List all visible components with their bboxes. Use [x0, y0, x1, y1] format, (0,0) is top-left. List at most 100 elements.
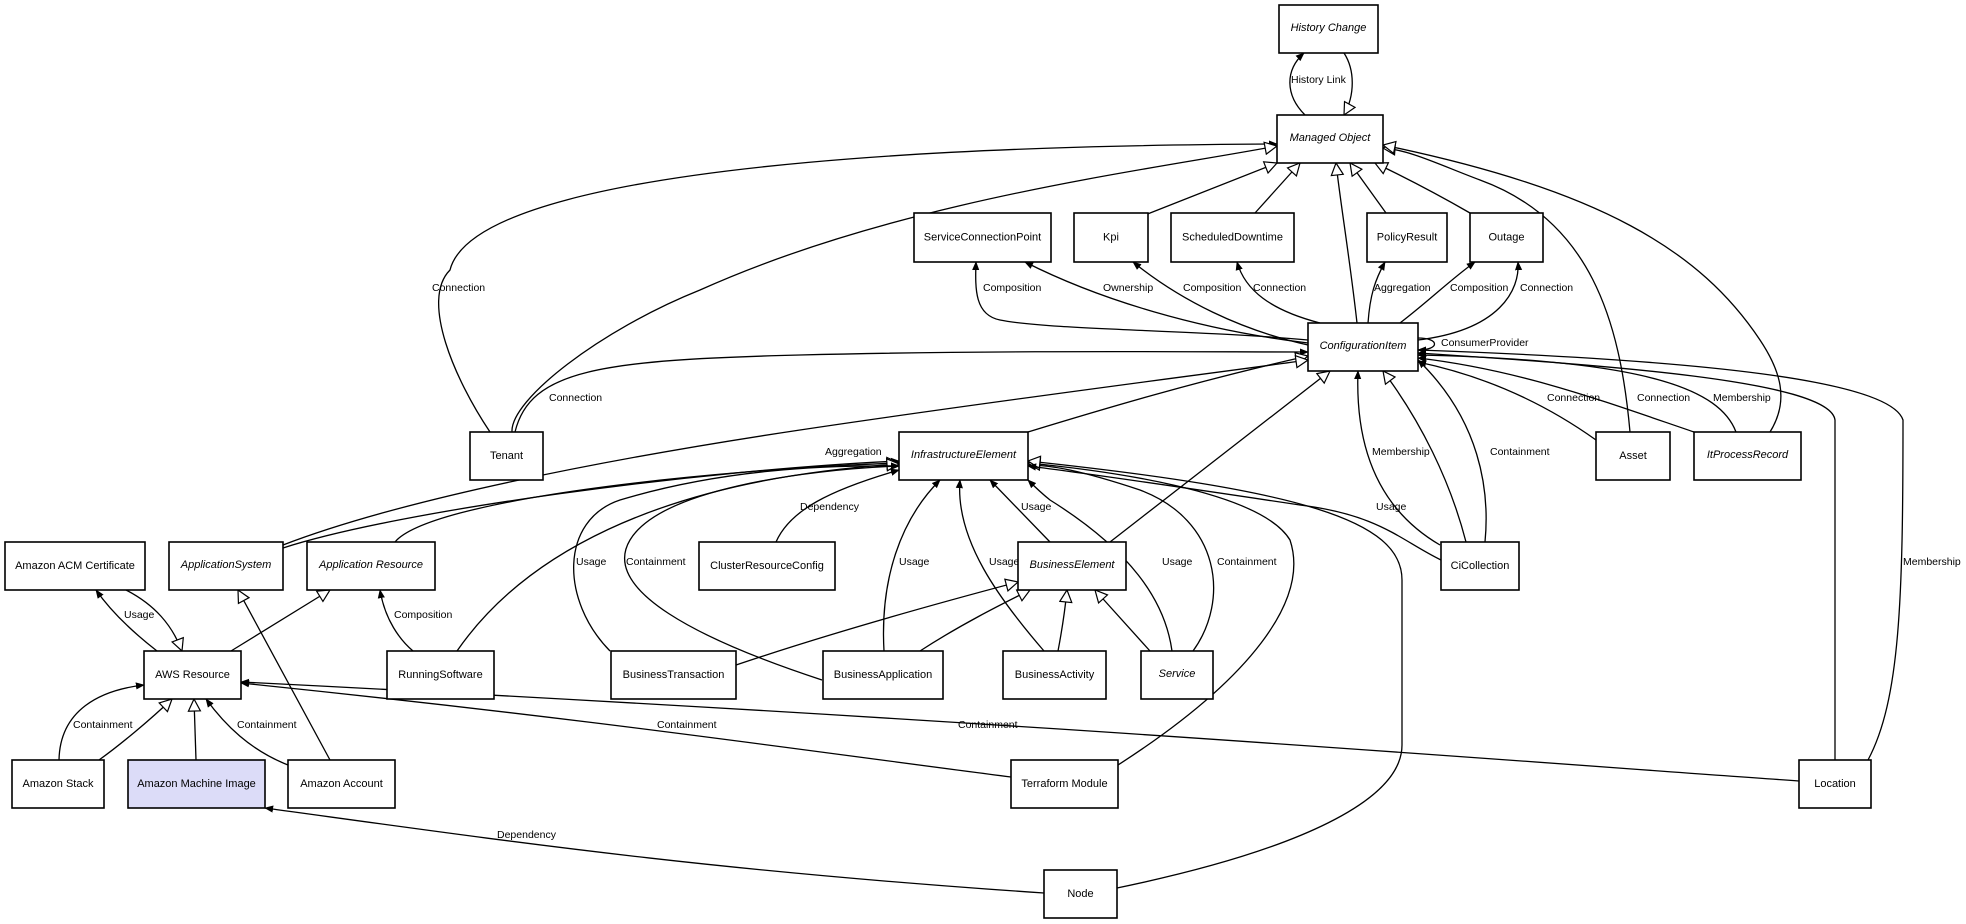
inheritance-edge-service-to-business-element[interactable]	[1095, 590, 1151, 652]
inheritance-edge-policy-result-to-managed-object[interactable]	[1350, 163, 1387, 214]
inheritance-edge-node-to-infrastructure-element[interactable]	[1028, 461, 1403, 889]
class-node-asset[interactable]: Asset	[1595, 431, 1671, 481]
edge-label: Composition	[983, 282, 1042, 294]
inheritance-edge-application-system-to-configuration-item[interactable]	[282, 360, 1308, 546]
inheritance-edge-business-transaction-to-business-element[interactable]	[735, 582, 1018, 666]
association-edge-configuration-item-to-kpi[interactable]	[1132, 261, 1309, 346]
class-node-aws-resource[interactable]: AWS Resource	[143, 650, 242, 700]
inheritance-edge-aws-resource-to-application-resource[interactable]	[230, 590, 330, 652]
class-node-configuration-item[interactable]: ConfigurationItem	[1307, 322, 1419, 372]
inheritance-edge-kpi-to-managed-object[interactable]	[1144, 163, 1277, 216]
class-node-outage[interactable]: Outage	[1469, 212, 1544, 263]
inheritance-edge-business-activity-to-business-element[interactable]	[1057, 590, 1067, 652]
association-edge-running-software-to-application-resource[interactable]	[377, 589, 414, 652]
association-edge-managed-object-to-history-change[interactable]	[1289, 52, 1306, 116]
class-node-node[interactable]: Node	[1043, 869, 1118, 919]
class-node-amazon-account[interactable]: Amazon Account	[287, 759, 396, 809]
edge-label: Composition	[1183, 282, 1242, 294]
association-edge-business-application-to-infrastructure-element[interactable]	[882, 479, 941, 652]
class-node-kpi[interactable]: Kpi	[1073, 212, 1149, 263]
association-edge-tenant-to-configuration-item[interactable]	[514, 348, 1309, 433]
association-edge-service-to-infrastructure-element[interactable]	[1027, 461, 1215, 652]
association-edge-ci-collection-to-configuration-item[interactable]	[1417, 359, 1487, 543]
class-node-location[interactable]: Location	[1798, 759, 1872, 809]
inheritance-edge-amazon-acm-certificate-to-aws-resource[interactable]	[125, 589, 182, 651]
edge-label: Connection	[1547, 392, 1600, 404]
association-edge-business-element-to-infrastructure-element[interactable]	[989, 479, 1051, 543]
association-edge-business-activity-to-infrastructure-element[interactable]	[955, 479, 1045, 652]
association-edge-cluster-resource-config-to-infrastructure-element[interactable]	[775, 468, 900, 543]
inheritance-edge-business-element-to-configuration-item[interactable]	[1109, 371, 1330, 543]
association-edge-amazon-stack-to-aws-resource[interactable]	[58, 682, 145, 761]
association-edge-configuration-item-to-outage[interactable]	[1399, 261, 1476, 324]
association-edge-location-to-configuration-item[interactable]	[1417, 349, 1836, 760]
inheritance-edge-scheduled-downtime-to-managed-object[interactable]	[1254, 163, 1300, 214]
inheritance-edge-amazon-stack-to-aws-resource[interactable]	[98, 699, 172, 761]
class-node-ci-collection[interactable]: CiCollection	[1440, 541, 1520, 591]
association-edge-service-to-infrastructure-element[interactable]	[1027, 479, 1173, 652]
inheritance-edge-asset-to-managed-object[interactable]	[1383, 148, 1631, 433]
inheritance-edge-business-application-to-business-element[interactable]	[919, 590, 1030, 652]
class-node-managed-object[interactable]: Managed Object	[1276, 114, 1384, 164]
inheritance-edge-history-change-to-managed-object[interactable]	[1344, 52, 1352, 115]
class-name-label: BusinessElement	[1030, 559, 1116, 571]
association-arrow-icon	[989, 479, 1051, 543]
association-edge-tenant-to-managed-object[interactable]	[438, 140, 1278, 433]
class-name-label: InfrastructureElement	[911, 449, 1017, 461]
class-node-service[interactable]: Service	[1140, 650, 1214, 700]
class-name-label: BusinessTransaction	[623, 669, 725, 681]
class-node-terraform-module[interactable]: Terraform Module	[1010, 759, 1119, 809]
association-edge-configuration-item-to-service-connection-point[interactable]	[972, 261, 1309, 341]
association-edge-configuration-item-to-policy-result[interactable]	[1367, 261, 1386, 324]
class-node-infrastructure-element[interactable]: InfrastructureElement	[898, 431, 1029, 481]
class-node-running-software[interactable]: RunningSoftware	[386, 650, 495, 700]
class-name-label: ConfigurationItem	[1320, 340, 1407, 352]
inheritance-edge-ci-collection-to-configuration-item[interactable]	[1383, 371, 1467, 543]
association-edge-configuration-item-to-scheduled-downtime[interactable]	[1235, 261, 1321, 324]
class-node-application-system[interactable]: ApplicationSystem	[168, 541, 284, 591]
association-edge-asset-to-configuration-item[interactable]	[1417, 360, 1597, 441]
association-edge-location-to-configuration-item[interactable]	[1417, 346, 1904, 761]
class-node-application-resource[interactable]: Application Resource	[306, 541, 436, 591]
class-name-label: Tenant	[490, 450, 523, 462]
association-edge-it-process-record-to-configuration-item[interactable]	[1417, 355, 1695, 433]
class-node-history-change[interactable]: History Change	[1278, 4, 1379, 54]
association-arrow-icon	[1027, 479, 1173, 652]
inheritance-edge-it-process-record-to-managed-object[interactable]	[1383, 145, 1782, 433]
class-node-business-activity[interactable]: BusinessActivity	[1002, 650, 1107, 700]
association-edge-configuration-item-to-service-connection-point[interactable]	[1024, 261, 1309, 344]
class-node-it-process-record[interactable]: ItProcessRecord	[1693, 431, 1802, 481]
inheritance-edge-amazon-account-to-application-system[interactable]	[238, 590, 331, 761]
association-edge-configuration-item-to-outage[interactable]	[1417, 261, 1523, 341]
inheritance-edge-outage-to-managed-object[interactable]	[1375, 163, 1471, 214]
inheritance-edge-tenant-to-managed-object[interactable]	[511, 146, 1277, 433]
class-node-amazon-stack[interactable]: Amazon Stack	[11, 759, 105, 809]
association-edge-ci-collection-to-configuration-item[interactable]	[1354, 370, 1441, 546]
association-edge-business-transaction-to-infrastructure-element[interactable]	[573, 462, 900, 652]
association-edge-ci-collection-to-infrastructure-element[interactable]	[1027, 463, 1442, 561]
association-arrow-icon	[775, 468, 900, 543]
class-node-tenant[interactable]: Tenant	[469, 431, 544, 481]
inheritance-edge-configuration-item-to-managed-object[interactable]	[1336, 163, 1358, 324]
edge-label: Usage	[124, 609, 155, 621]
association-edge-location-to-aws-resource[interactable]	[240, 678, 1800, 782]
class-box	[698, 541, 836, 591]
class-node-service-connection-point[interactable]: ServiceConnectionPoint	[913, 212, 1052, 263]
class-box	[1073, 212, 1149, 263]
association-edge-business-application-to-infrastructure-element[interactable]	[624, 462, 900, 681]
association-edge-aws-resource-to-amazon-acm-certificate[interactable]	[95, 589, 158, 652]
association-edge-node-to-amazon-machine-image[interactable]	[264, 805, 1045, 894]
class-node-amazon-machine-image[interactable]: Amazon Machine Image	[127, 759, 266, 809]
class-node-policy-result[interactable]: PolicyResult	[1366, 212, 1448, 263]
association-edge-amazon-account-to-aws-resource[interactable]	[205, 698, 289, 766]
inheritance-edge-amazon-machine-image-to-aws-resource[interactable]	[194, 699, 196, 761]
inheritance-edge-terraform-module-to-infrastructure-element[interactable]	[1028, 463, 1295, 766]
association-edge-terraform-module-to-aws-resource[interactable]	[240, 680, 1012, 778]
class-node-business-element[interactable]: BusinessElement	[1017, 541, 1127, 591]
class-node-amazon-acm-certificate[interactable]: Amazon ACM Certificate	[4, 541, 146, 591]
association-arrow-icon	[882, 479, 941, 652]
class-node-business-transaction[interactable]: BusinessTransaction	[610, 650, 737, 700]
class-node-cluster-resource-config[interactable]: ClusterResourceConfig	[698, 541, 836, 591]
class-node-business-application[interactable]: BusinessApplication	[822, 650, 944, 700]
class-node-scheduled-downtime[interactable]: ScheduledDowntime	[1170, 212, 1295, 263]
